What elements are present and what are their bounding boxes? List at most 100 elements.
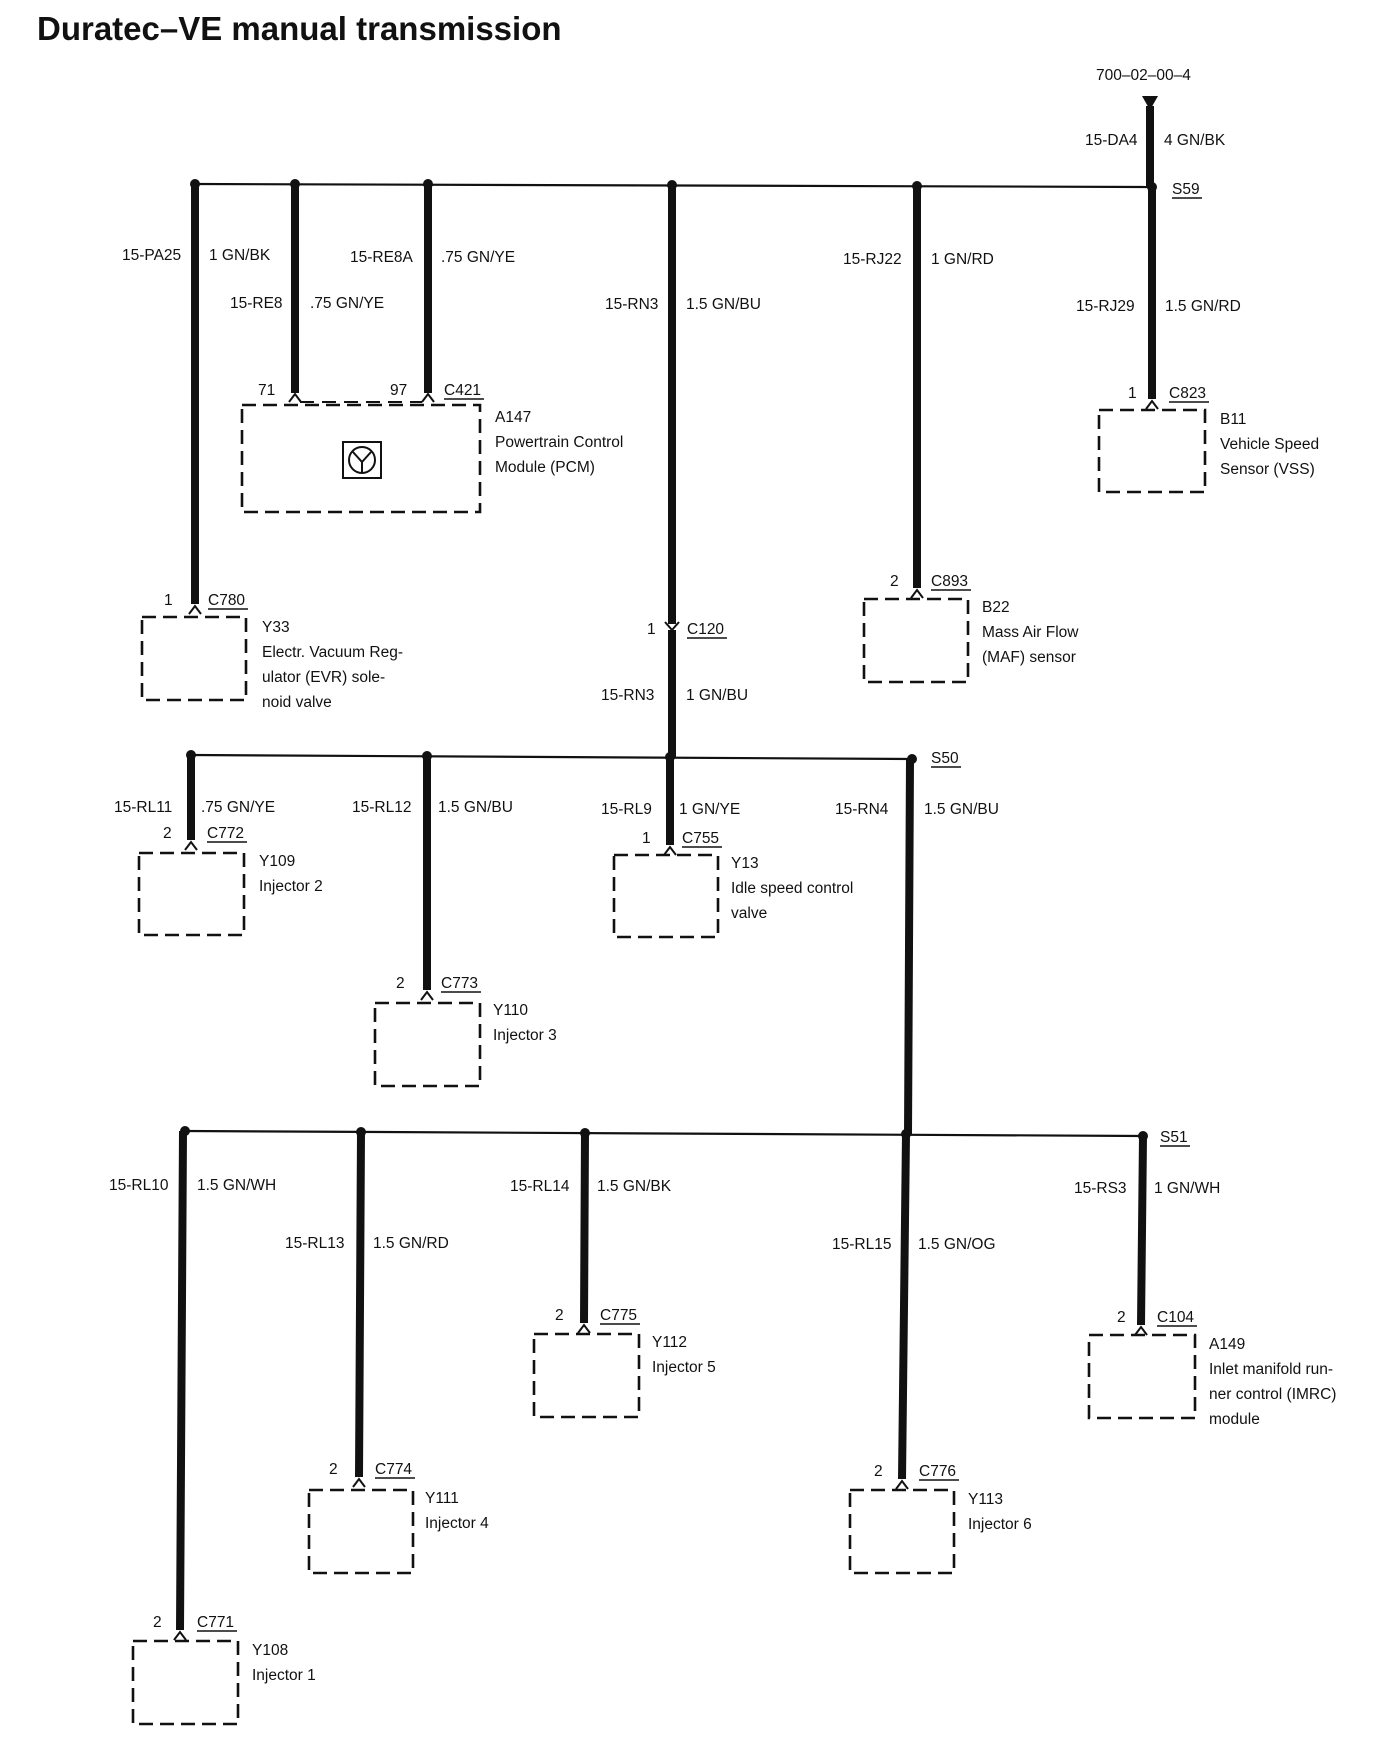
wire-spec-label: 1.5 GN/BU: [924, 801, 999, 818]
connector-c104: 2 C104: [1117, 1309, 1197, 1336]
bus-top: S59: [190, 179, 1202, 199]
connector-name: C104: [1157, 1309, 1194, 1326]
wire-spec-label: 1.5 GN/BU: [686, 296, 761, 313]
component-desc-line: Injector 6: [968, 1516, 1032, 1533]
component-y110: Y110 Injector 3: [373, 1001, 557, 1088]
connector-name: C773: [441, 975, 478, 992]
component-id: B22: [982, 599, 1010, 616]
bus-middle: S50: [186, 750, 961, 768]
connector-c774: 2 C774: [329, 1461, 415, 1488]
wire-spec-label: 1 GN/BU: [686, 687, 748, 704]
wire-circuit-label: 15-RS3: [1074, 1180, 1127, 1197]
wire-circuit-label: 15-DA4: [1085, 132, 1138, 149]
wire-circuit-label: 15-RJ29: [1076, 298, 1135, 315]
wire-spec-label: 1.5 GN/RD: [1165, 298, 1241, 315]
wire-rj22: 15-RJ22 1 GN/RD: [843, 186, 994, 588]
connector-pin: 2: [890, 573, 899, 590]
wire-spec-label: .75 GN/YE: [441, 249, 515, 266]
connector-pin: 2: [874, 1463, 883, 1480]
splice-s59-label: S59: [1172, 181, 1200, 198]
component-id: Y108: [252, 1642, 288, 1659]
connector-name: C780: [208, 592, 245, 609]
component-id: Y111: [425, 1490, 459, 1507]
component-desc-line: Injector 2: [259, 878, 323, 895]
wire-rl14: 15-RL14 1.5 GN/BK: [510, 1132, 672, 1324]
component-y111: Y111 Injector 4: [307, 1488, 489, 1575]
connector-name: C776: [919, 1463, 956, 1480]
component-desc-line: Electr. Vacuum Reg-: [262, 644, 403, 661]
wire-spec-label: 1.5 GN/WH: [197, 1177, 276, 1194]
connector-c773: 2 C773: [396, 975, 481, 1001]
connector-name: C823: [1169, 385, 1206, 402]
wire-rj29: 15-RJ29 1.5 GN/RD: [1076, 187, 1241, 399]
component-desc-line: Powertrain Control: [495, 434, 623, 451]
wire-spec-label: 1 GN/BK: [209, 247, 271, 264]
connector-c780: 1 C780: [164, 592, 248, 615]
wire-spec-label: 1.5 GN/OG: [918, 1236, 996, 1253]
component-a149: A149 Inlet manifold run- ner control (IM…: [1087, 1333, 1336, 1428]
connector-name: C755: [682, 830, 719, 847]
component-a147: A147 Powertrain Control Module (PCM): [240, 403, 623, 514]
component-desc-line: Injector 1: [252, 1667, 316, 1684]
wire-circuit-label: 15-RL14: [510, 1178, 570, 1195]
wire-circuit-label: 15-RL12: [352, 799, 411, 816]
connector-c771: 2 C771: [153, 1614, 237, 1641]
component-desc-line: module: [1209, 1411, 1260, 1428]
wire-circuit-label: 15-RN3: [601, 687, 654, 704]
component-y33: Y33 Electr. Vacuum Reg- ulator (EVR) sol…: [140, 615, 403, 711]
wire-circuit-label: 15-RJ22: [843, 251, 902, 268]
connector-c421: 71 97 C421: [258, 382, 484, 403]
wire-circuit-label: 15-RL15: [832, 1236, 891, 1253]
connector-c893: 2 C893: [890, 573, 971, 599]
component-desc-line: Idle speed control: [731, 880, 853, 897]
wire-spec-label: .75 GN/YE: [310, 295, 384, 312]
connector-name: C771: [197, 1614, 234, 1631]
component-id: Y113: [968, 1491, 1003, 1508]
connector-name: C421: [444, 382, 481, 399]
component-id: B11: [1220, 411, 1246, 428]
wire-spec-label: 1 GN/RD: [931, 251, 994, 268]
component-id: A147: [495, 409, 531, 426]
wire-circuit-label: 15-PA25: [122, 247, 181, 264]
wire-circuit-label: 15-RE8A: [350, 249, 414, 266]
wire-spec-label: 4 GN/BK: [1164, 132, 1226, 149]
wire-rn4: 15-RN4 1.5 GN/BU: [835, 758, 999, 1136]
connector-pin: 1: [647, 621, 656, 638]
connector-pin: 1: [1128, 385, 1137, 402]
component-desc-line: (MAF) sensor: [982, 649, 1076, 666]
connector-pin: 1: [164, 592, 173, 609]
wire-rs3: 15-RS3 1 GN/WH: [1074, 1135, 1220, 1326]
wire-circuit-label: 15-RE8: [230, 295, 283, 312]
wire-circuit-label: 15-RN4: [835, 801, 889, 818]
component-id: Y13: [731, 855, 759, 872]
component-desc-line: ulator (EVR) sole-: [262, 669, 385, 686]
component-b22: B22 Mass Air Flow (MAF) sensor: [862, 597, 1079, 684]
wire-spec-label: 1 GN/YE: [679, 801, 740, 818]
connector-pin: 1: [642, 830, 651, 847]
component-id: Y33: [262, 619, 290, 636]
feed-arrow-icon: [1142, 96, 1158, 110]
connector-name: C772: [207, 825, 244, 842]
connector-c755: 1 C755: [642, 830, 722, 856]
component-desc-line: Injector 3: [493, 1027, 557, 1044]
connector-c120: 1 C120: [647, 621, 727, 639]
wire-spec-label: 1.5 GN/BK: [597, 1178, 672, 1195]
wire-circuit-label: 15-RL10: [109, 1177, 169, 1194]
ref-code: 700–02–00–4: [1096, 67, 1191, 84]
component-desc-line: Mass Air Flow: [982, 624, 1079, 641]
esd-sensitive-icon: [342, 441, 382, 479]
wire-re8a: 15-RE8A .75 GN/YE: [350, 184, 515, 393]
wire-spec-label: 1.5 GN/BU: [438, 799, 513, 816]
wire-rl15: 15-RL15 1.5 GN/OG: [832, 1133, 996, 1480]
splice-s50-label: S50: [931, 750, 959, 767]
component-id: Y112: [652, 1334, 687, 1351]
component-desc-line: noid valve: [262, 694, 332, 711]
connector-name: C775: [600, 1307, 637, 1324]
wire-re8: 15-RE8 .75 GN/YE: [230, 184, 384, 393]
connector-pin: 2: [329, 1461, 338, 1478]
connector-c823: 1 C823: [1128, 385, 1209, 410]
component-y13: Y13 Idle speed control valve: [612, 853, 853, 939]
splice-s51-label: S51: [1160, 1129, 1188, 1146]
component-y108: Y108 Injector 1: [131, 1639, 316, 1726]
connector-pin: 2: [555, 1307, 564, 1324]
